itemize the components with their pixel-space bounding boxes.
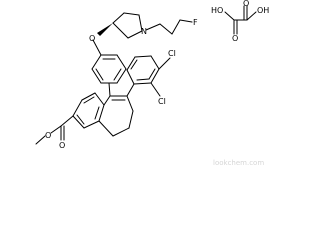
pyrrolidine-ring xyxy=(112,12,143,39)
core-aryl-bond xyxy=(126,83,135,97)
dichlorophenyl-ring xyxy=(126,55,160,85)
watermark: lookchem.com xyxy=(213,159,264,167)
structure-drawing: N F O Cl Cl O O O O HO OH lookchem.com xyxy=(35,0,269,167)
para-chloro-bond xyxy=(158,57,171,70)
ester-methoxy-oxygen-label: O xyxy=(45,131,51,140)
methyl-ester-group xyxy=(35,115,74,145)
benzo-ring xyxy=(72,92,105,129)
oxalic-hydroxyl-right-label: OH xyxy=(257,6,269,15)
ester-carbonyl-oxygen-label: O xyxy=(59,141,65,150)
ether-bond xyxy=(92,39,102,56)
stereo-wedge xyxy=(97,23,113,36)
nitrogen-atom-label: N xyxy=(141,27,147,36)
oxalic-top-oxygen-label: O xyxy=(243,0,249,8)
ortho-chloro-bond xyxy=(150,82,161,97)
ether-oxygen-label: O xyxy=(89,34,95,43)
phenylene-ring xyxy=(91,54,127,84)
oxalic-acid xyxy=(224,5,257,35)
fluorine-atom-label: F xyxy=(193,18,198,27)
phenylene-core-bond xyxy=(108,82,111,97)
cycloheptene-ring xyxy=(98,95,134,137)
chemical-structure-canvas: N F O Cl Cl O O O O HO OH lookchem.com xyxy=(35,0,270,167)
oxalic-bottom-oxygen-label: O xyxy=(232,34,238,43)
oxalic-hydroxyl-left-label: HO xyxy=(211,6,223,15)
fluoropropyl-chain xyxy=(145,19,193,35)
chlorine-para-label: Cl xyxy=(168,49,176,58)
chlorine-ortho-label: Cl xyxy=(158,97,166,106)
